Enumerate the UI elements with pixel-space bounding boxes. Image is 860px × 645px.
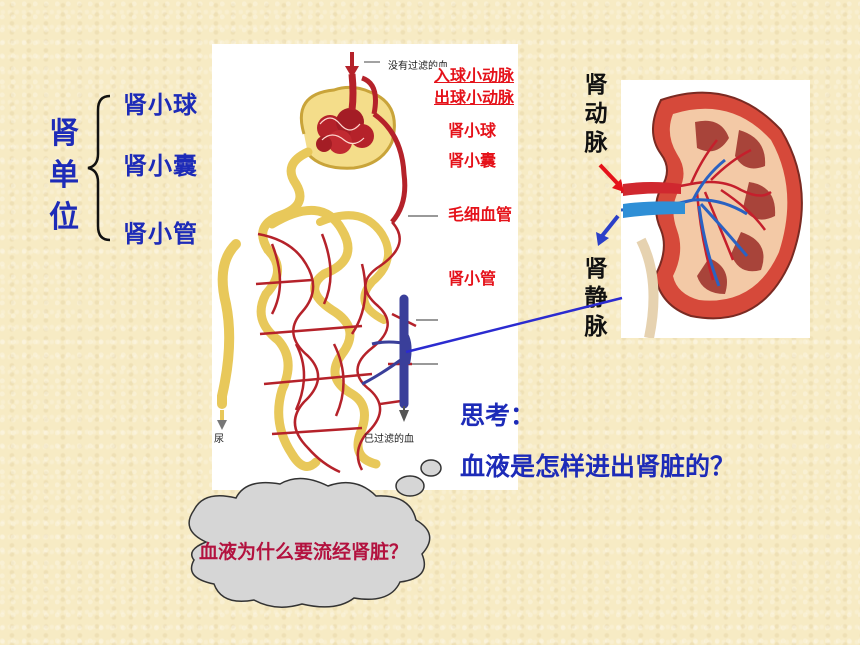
renal-artery-char-3: 脉 [584,130,608,156]
nephron-char-1: 肾 [49,116,79,151]
think-question: 血液是怎样进出肾脏的？ [460,452,736,481]
part-capsule: 肾小囊 [123,152,198,180]
label-urine: 尿 [214,434,224,445]
kidney-illustration [620,91,803,340]
label-unfiltered-blood: 没有过滤的血 [388,61,448,72]
label-capsule: 肾小囊 [446,151,499,170]
red-arrow-icon [598,163,624,192]
nephron-char-3: 位 [49,200,79,235]
label-filtered-blood: 已过滤的血 [364,434,414,445]
renal-artery-char-2: 动 [584,101,608,127]
label-efferent-arteriole: 出球小动脉 [432,88,517,107]
renal-artery-label: 肾 动 脉 [582,71,610,158]
thought-cloud-icon [188,459,442,608]
think-title: 思考： [460,401,536,430]
label-tubule: 肾小管 [446,269,499,288]
cloud-question: 血液为什么要流经肾脏？ [199,541,409,563]
kidney-diagram [620,80,810,340]
renal-vein-char-1: 肾 [584,256,608,282]
nephron-unit-label: 肾 单 位 [48,113,80,239]
brace-icon [87,94,111,242]
blue-arrow-icon [596,214,620,246]
nephron-char-2: 单 [49,158,79,193]
renal-artery-char-1: 肾 [584,72,608,98]
label-afferent-arteriole: 入球小动脉 [432,66,517,85]
part-tubule: 肾小管 [123,220,198,248]
renal-vein-label: 肾 静 脉 [582,255,610,342]
nephron-illustration [217,52,438,474]
nephron-diagram: 没有过滤的血 已过滤的血 尿 [212,44,518,490]
glomerulus-mark [316,108,374,154]
renal-vein-char-3: 脉 [584,314,608,340]
label-capillary: 毛细血管 [446,205,515,224]
connector-line [405,296,623,354]
label-glomerulus: 肾小球 [446,121,499,140]
part-glomerulus: 肾小球 [123,91,198,119]
renal-vein-char-2: 静 [584,285,608,311]
